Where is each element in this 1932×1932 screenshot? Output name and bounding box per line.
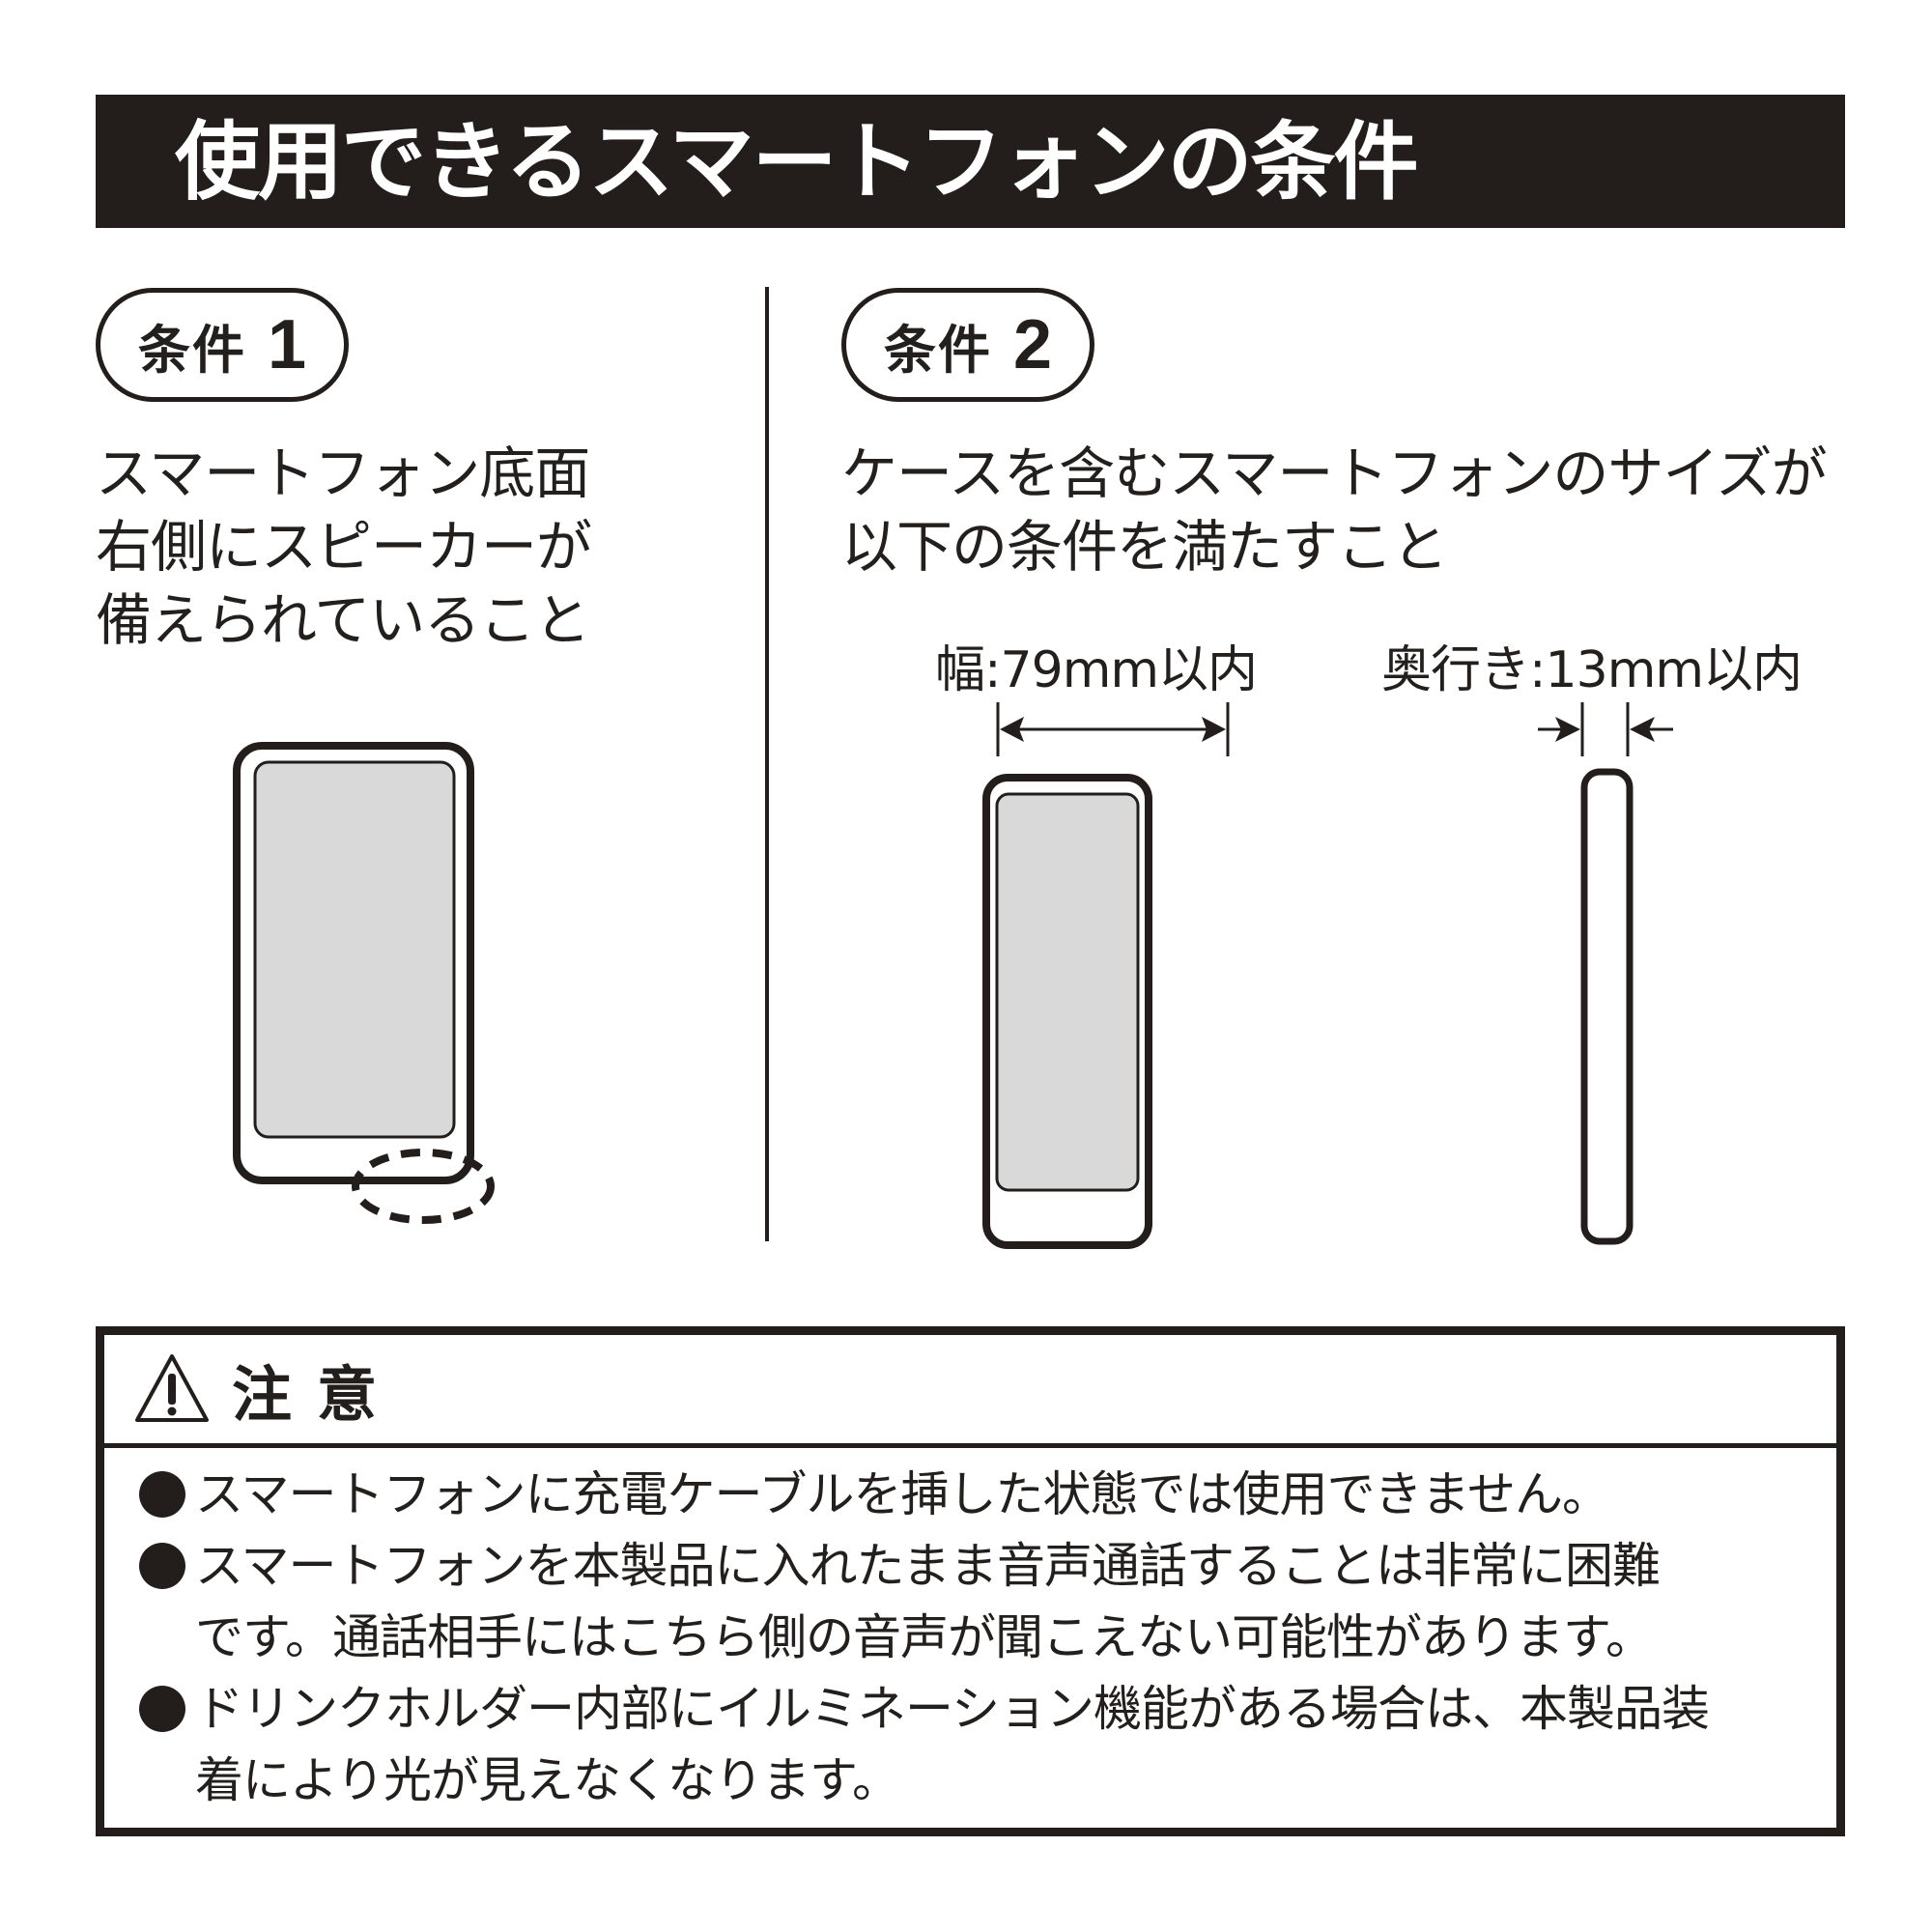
caution-box: 注意 スマートフォンに充電ケーブルを挿した状態では使用できません。 スマートフォ… xyxy=(96,1326,1845,1836)
caution-item: スマートフォンを本製品に入れたまま音声通話することは非常に困難 です。通話相手に… xyxy=(139,1530,1817,1673)
condition-2-description: ケースを含むスマートフォンのサイズが 以下の条件を満たすこと xyxy=(841,437,1828,583)
caution-item-line: です。通話相手にはこちら側の音声が聞こえない可能性があります。 xyxy=(195,1609,1654,1665)
caution-item-line: 着により光が見えなくなります。 xyxy=(195,1752,900,1808)
bullet-icon xyxy=(139,1471,185,1518)
width-limit-label: 幅:79mm以内 xyxy=(935,641,1258,699)
condition-2-line: 以下の条件を満たすこと xyxy=(841,514,1448,580)
caution-item-line: スマートフォンに充電ケーブルを挿した状態では使用できません。 xyxy=(195,1466,1610,1522)
condition-1-description: スマートフォン底面 右側にスピーカーが 備えられていること xyxy=(96,437,592,657)
bullet-icon xyxy=(139,1543,185,1589)
header-bar: 使用できるスマートフォンの条件 xyxy=(96,95,1845,228)
condition-2-line: ケースを含むスマートフォンのサイズが xyxy=(841,440,1828,506)
condition-1-line: 右側にスピーカーが xyxy=(96,514,592,580)
bullet-icon xyxy=(139,1686,185,1732)
condition-1-line: スマートフォン底面 xyxy=(96,440,590,506)
warning-triangle-icon xyxy=(135,1354,209,1422)
condition-2-badge: 条件 2 xyxy=(841,288,1094,402)
smartphone-front-icon xyxy=(982,774,1152,1249)
smartphone-front-icon xyxy=(233,742,495,1224)
caution-item-line: スマートフォンを本製品に入れたまま音声通話することは非常に困難 xyxy=(195,1538,1661,1594)
caution-item: スマートフォンに充電ケーブルを挿した状態では使用できません。 xyxy=(139,1459,1817,1530)
caution-list: スマートフォンに充電ケーブルを挿した状態では使用できません。 スマートフォンを本… xyxy=(139,1459,1817,1816)
column-divider xyxy=(765,287,769,1241)
condition-1-line: 備えられていること xyxy=(96,587,590,653)
width-dimension-arrow-icon xyxy=(996,702,1230,756)
caution-item: ドリンクホルダー内部にイルミネーション機能がある場合は、本製品装 着により光が見… xyxy=(139,1673,1817,1816)
condition-1-number: 1 xyxy=(267,306,307,384)
caution-header: 注意 xyxy=(104,1335,1836,1448)
speaker-highlight-dashed-oval xyxy=(352,1149,495,1224)
condition-2-number: 2 xyxy=(1012,306,1053,384)
smartphone-side-icon xyxy=(1580,768,1634,1245)
page-title: 使用できるスマートフォンの条件 xyxy=(175,112,1419,212)
caution-item-line: ドリンクホルダー内部にイルミネーション機能がある場合は、本製品装 xyxy=(195,1681,1710,1737)
depth-dimension-arrow-icon xyxy=(1538,702,1673,756)
condition-2-label: 条件 xyxy=(883,319,992,381)
condition-1-badge: 条件 1 xyxy=(96,288,349,402)
caution-title: 注意 xyxy=(232,1359,403,1430)
depth-limit-label: 奥行き:13mm以内 xyxy=(1381,641,1803,699)
condition-1-label: 条件 xyxy=(137,319,246,381)
